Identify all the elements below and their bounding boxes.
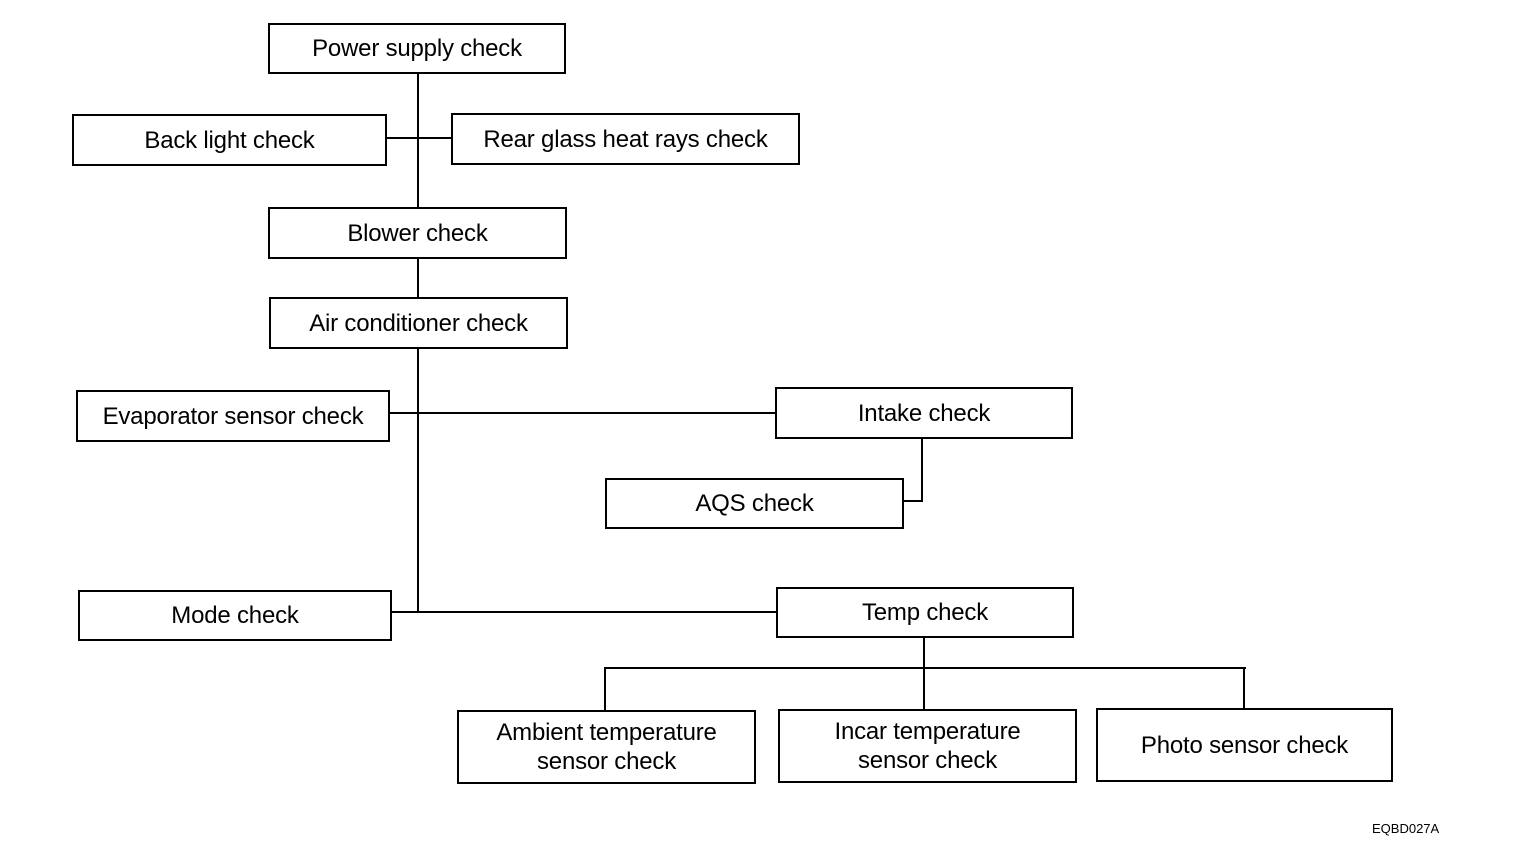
air-conditioner-check-label: Air conditioner check: [309, 309, 528, 337]
mode-check-box: Mode check: [78, 590, 392, 641]
evaporator-sensor-check-label: Evaporator sensor check: [102, 402, 364, 430]
back-light-check-label: Back light check: [144, 126, 315, 154]
rear-glass-heat-rays-check-label: Rear glass heat rays check: [483, 125, 768, 153]
connector-rear-glass: [418, 137, 452, 139]
ambient-temperature-sensor-check-label: Ambient temperature sensor check: [496, 718, 717, 776]
back-light-check-box: Back light check: [72, 114, 387, 166]
connector-mode-temp: [390, 611, 778, 613]
incar-temperature-sensor-check-label: Incar temperature sensor check: [834, 717, 1020, 775]
connector-blower-aircon: [417, 257, 419, 298]
mode-check-label: Mode check: [171, 602, 299, 629]
evaporator-sensor-check-box: Evaporator sensor check: [76, 390, 390, 442]
connector-main-top: [417, 73, 419, 208]
connector-intake-aqs-vertical: [921, 437, 923, 502]
intake-check-label: Intake check: [857, 399, 991, 427]
rear-glass-heat-rays-check-box: Rear glass heat rays check: [451, 113, 800, 165]
connector-main-lower: [417, 347, 419, 613]
blower-check-label: Blower check: [347, 219, 488, 247]
incar-label-line-1: Incar temperature: [834, 718, 1021, 745]
intake-check-box: Intake check: [775, 387, 1073, 439]
ambient-temperature-sensor-check-box: Ambient temperature sensor check: [457, 710, 756, 784]
photo-sensor-check-label: Photo sensor check: [1140, 731, 1349, 759]
temp-check-label: Temp check: [861, 599, 989, 626]
power-supply-check-box: Power supply check: [268, 23, 566, 74]
connector-ambient: [604, 667, 606, 711]
photo-sensor-check-box: Photo sensor check: [1096, 708, 1393, 782]
figure-code: EQBD027A: [1372, 821, 1440, 836]
blower-check-box: Blower check: [268, 207, 567, 259]
incar-temperature-sensor-check-box: Incar temperature sensor check: [778, 709, 1077, 783]
temp-check-box: Temp check: [776, 587, 1074, 638]
aqs-check-box: AQS check: [605, 478, 904, 529]
connector-evaporator-intake: [388, 412, 776, 414]
connector-intake-aqs-horizontal: [902, 500, 923, 502]
incar-label-line-2: sensor check: [858, 747, 997, 774]
aqs-check-label: AQS check: [695, 490, 814, 517]
connector-photo: [1243, 667, 1245, 709]
connector-back-light: [385, 137, 418, 139]
ambient-label-line-2: sensor check: [537, 748, 676, 775]
power-supply-check-label: Power supply check: [312, 35, 522, 62]
connector-sensor-bus: [604, 667, 1246, 669]
air-conditioner-check-box: Air conditioner check: [269, 297, 568, 349]
ambient-label-line-1: Ambient temperature: [496, 719, 717, 746]
connector-temp-down: [923, 636, 925, 709]
